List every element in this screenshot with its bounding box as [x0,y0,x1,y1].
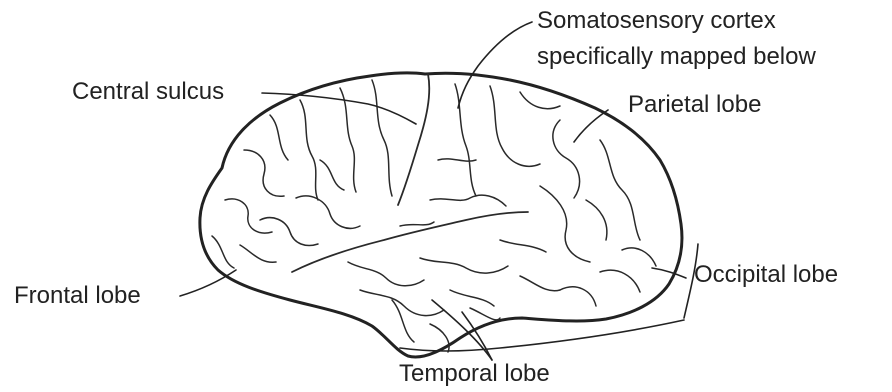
somatosensory-label-line1: Somatosensory cortex [537,7,776,35]
brain-illustration [180,22,698,360]
leader-line-frontal [180,270,236,296]
central-sulcus-label: Central sulcus [72,78,224,106]
brain-outline [200,73,682,357]
lateral-fissure-line [292,212,528,272]
temporal-lobe-label: Temporal lobe [399,360,550,388]
parietal-lobe-label: Parietal lobe [628,91,761,119]
leader-line-parietal [574,110,608,142]
temporal-boundary-line [400,320,684,351]
leader-line-central-sulcus [262,93,416,124]
leader-line-occipital [652,268,686,278]
occipital-lobe-label: Occipital lobe [694,261,838,289]
central-sulcus-line [398,74,429,205]
somatosensory-label-line2: specifically mapped below [537,43,816,71]
brain-folds [212,80,656,352]
frontal-lobe-label: Frontal lobe [14,282,141,310]
leader-line-somatosensory [458,22,532,108]
